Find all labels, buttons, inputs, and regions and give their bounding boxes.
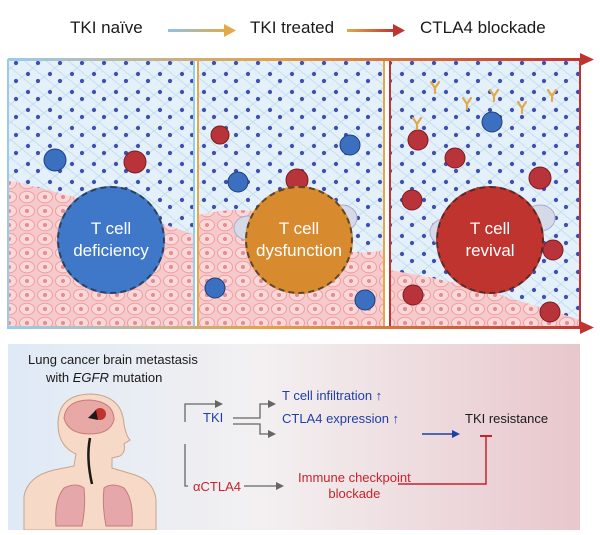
stage-label-ctla4-blockade: CTLA4 blockade (420, 18, 546, 37)
ctla4-expression-label: CTLA4 expression ↑ (282, 411, 400, 426)
actla4-label: αCTLA4 (193, 479, 241, 494)
t-cell-blue (43, 111, 503, 311)
tki-resistance-label: TKI resistance (465, 411, 549, 426)
lungs-icon (55, 484, 133, 527)
panel-title-line1: Lung cancer brain metastasis (28, 352, 198, 367)
flow-arrows (184, 400, 492, 490)
tki-label: TKI (203, 410, 224, 425)
patient-illustration (23, 393, 157, 530)
stage-label-tki-naive: TKI naïve (70, 18, 143, 37)
t-cell-infiltration-label: T cell infiltration ↑ (282, 388, 383, 403)
antibody-icons (411, 80, 558, 131)
checkpoint-blockade-label: Immune checkpoint blockade (298, 470, 411, 501)
panel-title-line2: with EGFR mutation (46, 370, 163, 385)
arrow-treated-to-blockade (347, 24, 405, 37)
stage-label-tki-treated: TKI treated (250, 18, 335, 37)
arrow-naive-to-treated (168, 24, 236, 37)
